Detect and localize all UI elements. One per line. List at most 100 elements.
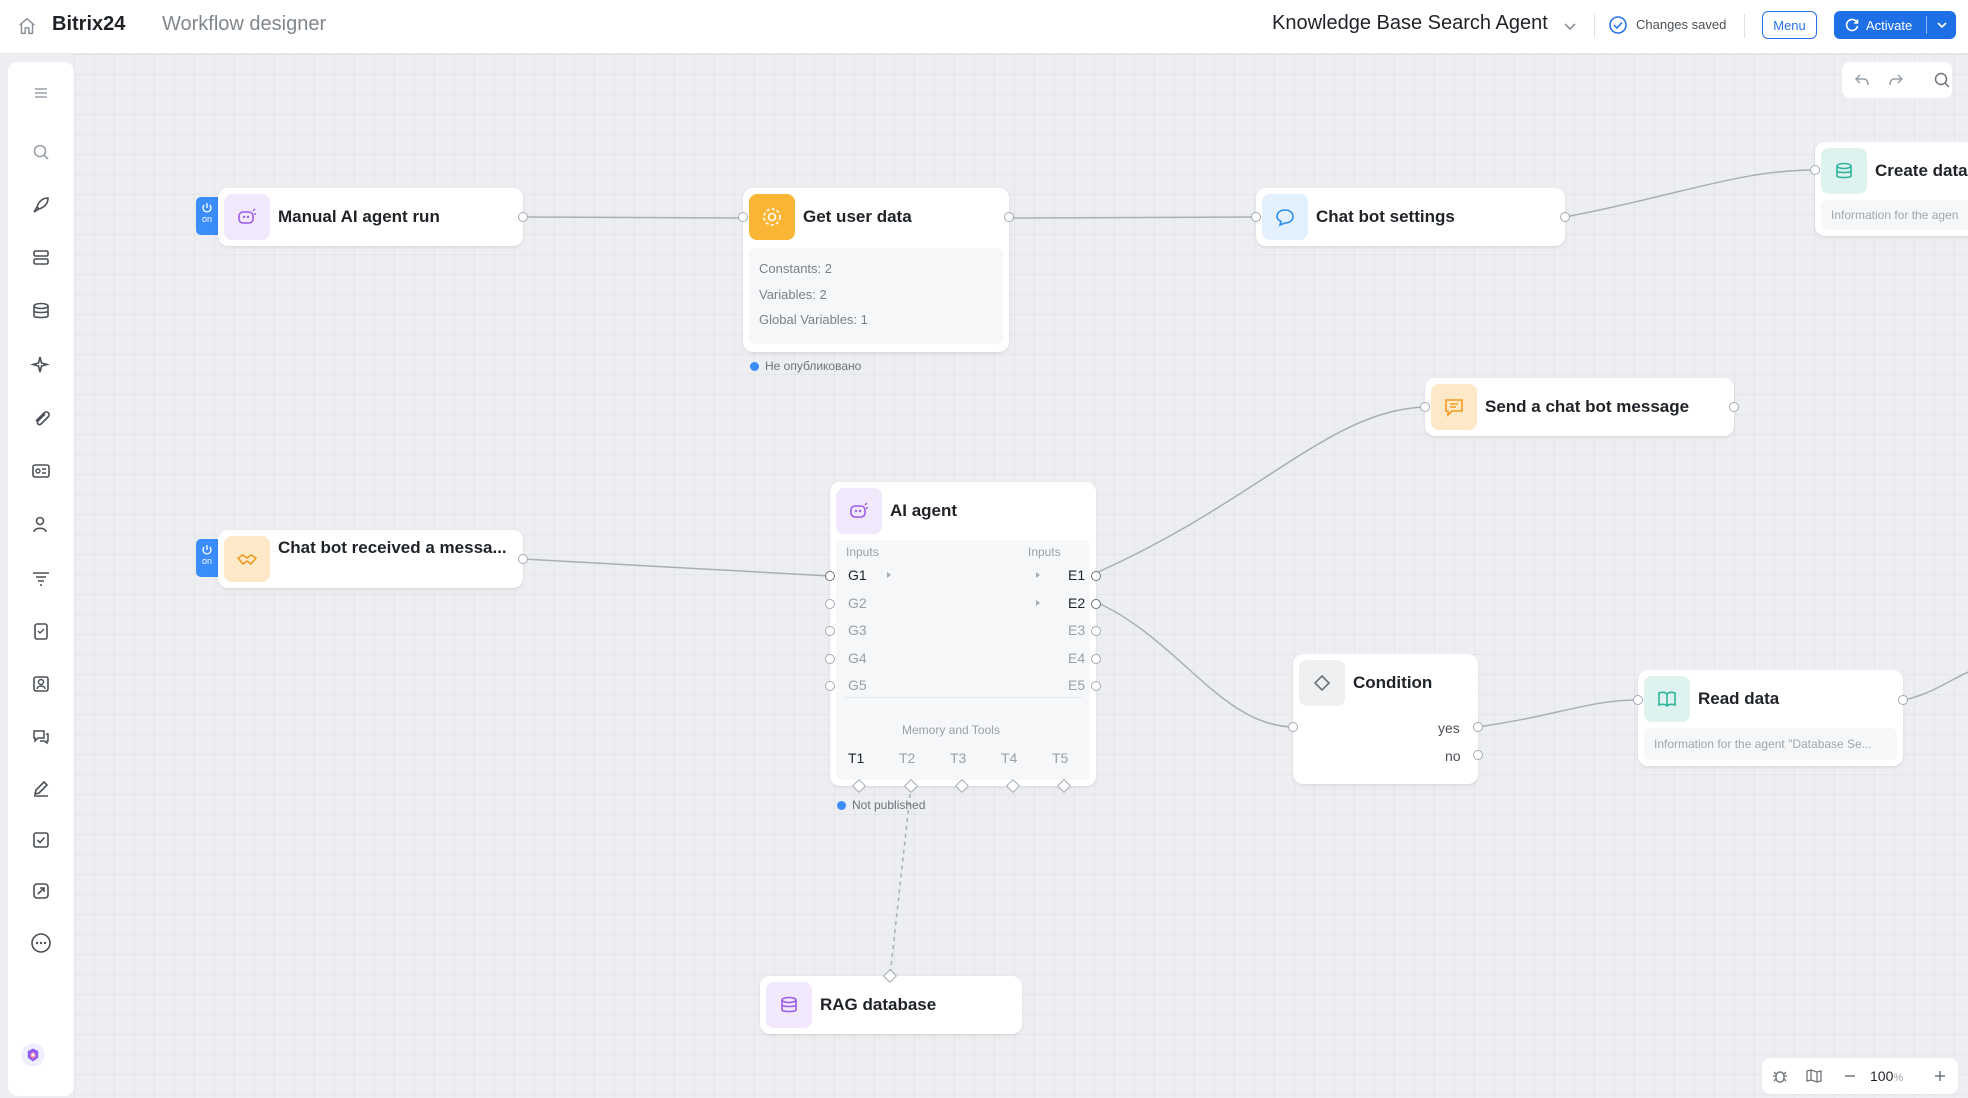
- output-port[interactable]: [1729, 402, 1739, 412]
- port-g4[interactable]: G4: [848, 650, 867, 666]
- input-port[interactable]: [825, 654, 835, 664]
- chevron-down-icon[interactable]: [1562, 18, 1578, 34]
- output-port[interactable]: [1091, 626, 1101, 636]
- gear-icon: [749, 194, 795, 240]
- port-g1[interactable]: G1: [848, 567, 867, 583]
- input-port[interactable]: [825, 681, 835, 691]
- output-port[interactable]: [518, 212, 528, 222]
- output-port[interactable]: [1091, 571, 1101, 581]
- share-icon[interactable]: [28, 878, 54, 904]
- port-t5[interactable]: T5: [1052, 750, 1069, 766]
- undo-icon[interactable]: [1846, 64, 1878, 96]
- port-g2[interactable]: G2: [848, 595, 867, 611]
- node-details: Inputs Inputs G1 G2 G3 G4 G5 E1 E2 E3 E4…: [836, 540, 1090, 780]
- input-port[interactable]: [1420, 402, 1430, 412]
- node-rag-database[interactable]: RAG database: [760, 968, 1022, 1034]
- redo-icon[interactable]: [1880, 64, 1912, 96]
- input-port[interactable]: [1251, 212, 1261, 222]
- input-port[interactable]: [825, 571, 835, 581]
- chevron-down-icon[interactable]: [1934, 17, 1950, 33]
- output-port[interactable]: [1091, 681, 1101, 691]
- people-icon[interactable]: [28, 512, 54, 538]
- checkbox-icon[interactable]: [28, 827, 54, 853]
- port-e1[interactable]: E1: [1068, 567, 1086, 583]
- input-port[interactable]: [1288, 722, 1298, 732]
- node-ai-agent[interactable]: AI agent Inputs Inputs G1 G2 G3 G4 G5 E1…: [825, 482, 1101, 794]
- node-chat-bot-settings[interactable]: Chat bot settings: [1251, 188, 1570, 246]
- database-icon: [1821, 148, 1867, 194]
- zoom-out-icon[interactable]: [1834, 1060, 1866, 1092]
- input-port[interactable]: [825, 626, 835, 636]
- page-subtitle: Workflow designer: [162, 13, 327, 35]
- port-e3[interactable]: E3: [1068, 622, 1086, 638]
- more-icon[interactable]: [28, 930, 54, 956]
- process-title[interactable]: Knowledge Base Search Agent: [1272, 12, 1548, 34]
- hamburger-icon[interactable]: [28, 80, 54, 106]
- output-port[interactable]: [1473, 750, 1483, 760]
- port-g5[interactable]: G5: [848, 677, 867, 693]
- node-create-data[interactable]: Create data Information for the agen: [1810, 142, 1968, 236]
- output-port[interactable]: [1091, 654, 1101, 664]
- refresh-icon: [1844, 17, 1860, 33]
- copilot-icon[interactable]: [20, 1042, 60, 1082]
- node-read-data[interactable]: Read data Information for the agent "Dat…: [1633, 670, 1908, 766]
- divider: [1926, 16, 1927, 34]
- filter-icon[interactable]: [28, 565, 54, 591]
- node-send-chat-bot-message[interactable]: Send a chat bot message: [1420, 378, 1739, 436]
- node-chat-bot-received[interactable]: Chat bot received a messa...: [218, 530, 528, 588]
- port-t4[interactable]: T4: [1001, 750, 1018, 766]
- port-t2[interactable]: T2: [899, 750, 916, 766]
- stack-icon[interactable]: [28, 245, 54, 271]
- node-condition[interactable]: Condition yes no: [1288, 654, 1483, 784]
- bug-icon[interactable]: [1764, 1060, 1796, 1092]
- brand-name: Bitrix24: [52, 13, 126, 35]
- input-port[interactable]: [738, 212, 748, 222]
- port-g3[interactable]: G3: [848, 622, 867, 638]
- home-icon[interactable]: [16, 15, 38, 37]
- node-manual-ai-agent-run[interactable]: Manual AI agent run: [218, 188, 528, 246]
- zoom-toolbar: 100%: [1762, 1058, 1958, 1094]
- trigger-toggle[interactable]: on: [196, 539, 218, 577]
- port-e4[interactable]: E4: [1068, 650, 1086, 666]
- rocket-icon[interactable]: [28, 192, 54, 218]
- input-port[interactable]: [825, 599, 835, 609]
- node-title: RAG database: [820, 995, 937, 1014]
- input-port[interactable]: [1633, 695, 1643, 705]
- database-icon[interactable]: [28, 298, 54, 324]
- branch-yes[interactable]: yes: [1438, 720, 1460, 736]
- book-icon: [1644, 676, 1690, 722]
- paperclip-icon[interactable]: [28, 405, 54, 431]
- output-port[interactable]: [1473, 722, 1483, 732]
- map-icon[interactable]: [1798, 1060, 1830, 1092]
- contact-icon[interactable]: [28, 671, 54, 697]
- menu-button[interactable]: Menu: [1762, 11, 1817, 39]
- arrow-icon: [887, 572, 891, 578]
- panel-icon[interactable]: [28, 458, 54, 484]
- activate-button[interactable]: Activate: [1834, 11, 1956, 39]
- branch-no[interactable]: no: [1445, 748, 1461, 764]
- canvas-search-icon[interactable]: [1926, 64, 1958, 96]
- output-port[interactable]: [518, 554, 528, 564]
- robot-icon: [224, 194, 270, 240]
- trigger-status: on: [201, 214, 212, 224]
- port-t1[interactable]: T1: [848, 750, 865, 766]
- port-t3[interactable]: T3: [950, 750, 967, 766]
- output-port[interactable]: [1560, 212, 1570, 222]
- port-e5[interactable]: E5: [1068, 677, 1086, 693]
- database-icon: [766, 982, 812, 1028]
- sparkle-icon[interactable]: [28, 352, 54, 378]
- arrow-icon: [1036, 572, 1040, 578]
- trigger-toggle[interactable]: on: [196, 197, 218, 235]
- chat-icon[interactable]: [28, 723, 54, 749]
- output-port[interactable]: [1091, 599, 1101, 609]
- node-details: Information for the agent "Database Se..…: [1644, 728, 1897, 760]
- output-port[interactable]: [1004, 212, 1014, 222]
- search-icon[interactable]: [28, 139, 54, 165]
- output-port[interactable]: [1898, 695, 1908, 705]
- pen-icon[interactable]: [28, 775, 54, 801]
- node-get-user-data[interactable]: Get user data Constants: 2 Variables: 2 …: [738, 188, 1014, 352]
- zoom-in-icon[interactable]: [1924, 1060, 1956, 1092]
- input-port[interactable]: [1810, 165, 1820, 175]
- port-e2[interactable]: E2: [1068, 595, 1086, 611]
- clipboard-icon[interactable]: [28, 618, 54, 644]
